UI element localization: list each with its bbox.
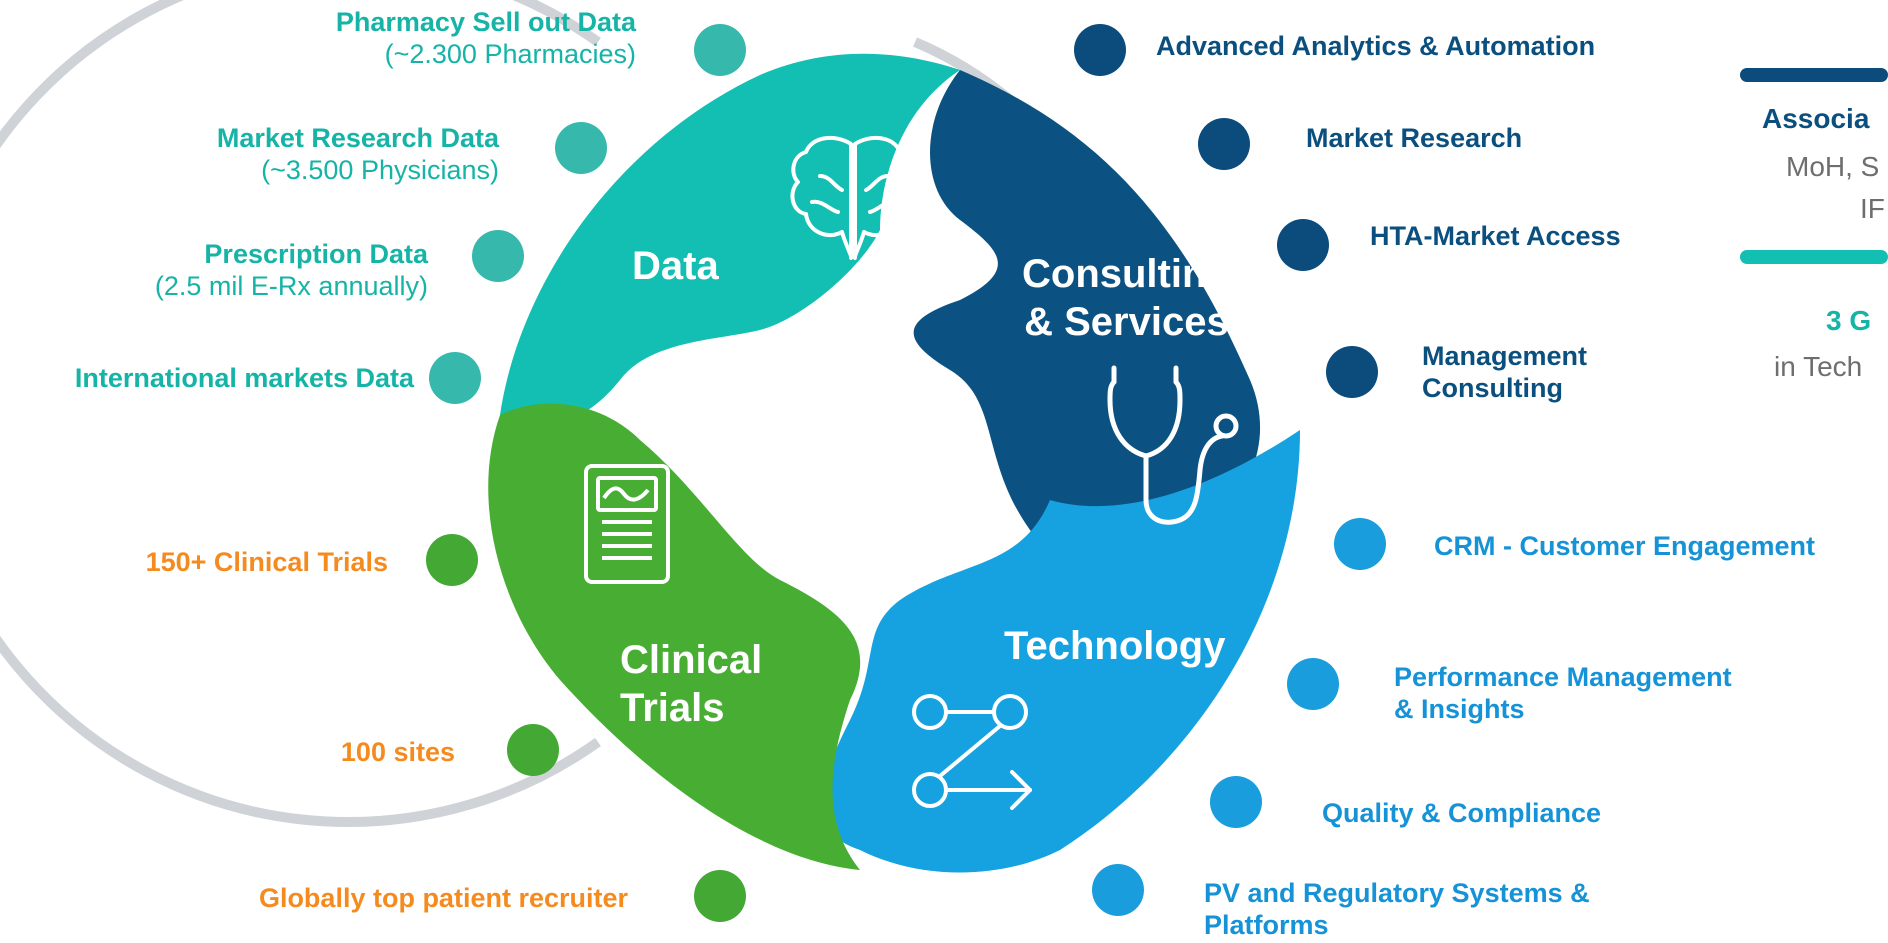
side-panel-bar-navy bbox=[1740, 68, 1888, 82]
data-item-label: Pharmacy Sell out Data (~2.300 Pharmacie… bbox=[335, 7, 636, 69]
consulting-title-line2: & Services bbox=[1024, 300, 1229, 344]
clinical-item-label: Globally top patient recruiter bbox=[258, 883, 628, 913]
data-item-label: Market Research Data (~3.500 Physicians) bbox=[216, 123, 499, 185]
consulting-title-line1: Consulting bbox=[1022, 252, 1231, 296]
clinical-item-label: 150+ Clinical Trials bbox=[145, 547, 388, 577]
side-panel-line1: Associa bbox=[1762, 103, 1870, 134]
side-panel-line4: 3 G bbox=[1826, 305, 1872, 336]
brain-icon bbox=[790, 135, 916, 260]
consulting-segment-title: Consulting & Services bbox=[1022, 250, 1231, 346]
consulting-item-dot bbox=[1326, 346, 1378, 398]
clinical-item-dot bbox=[507, 724, 559, 776]
flow-arrows-icon bbox=[912, 694, 1032, 810]
clinical-item-dot bbox=[694, 870, 746, 922]
technology-segment bbox=[821, 430, 1300, 873]
clinical-title-line2: Trials bbox=[620, 686, 725, 730]
technology-item-label: Quality & Compliance bbox=[1322, 798, 1602, 828]
data-item-dot bbox=[472, 230, 524, 282]
data-segment bbox=[500, 53, 960, 424]
data-item-label: International markets Data bbox=[74, 363, 414, 393]
technology-item-label: CRM - Customer Engagement bbox=[1434, 531, 1816, 561]
clinical-segment-title: Clinical Trials bbox=[620, 636, 762, 732]
data-item-dot bbox=[429, 352, 481, 404]
technology-item-dot bbox=[1334, 518, 1386, 570]
clinical-item-dot bbox=[426, 534, 478, 586]
clinical-item-label: 100 sites bbox=[340, 737, 455, 767]
data-item-dot bbox=[555, 122, 607, 174]
data-segment-title: Data bbox=[632, 244, 719, 288]
consulting-item-label: Advanced Analytics & Automation bbox=[1156, 31, 1596, 61]
consulting-item-dot bbox=[1074, 24, 1126, 76]
technology-item-label: PV and Regulatory Systems & Platforms bbox=[1204, 878, 1590, 940]
technology-item-dot bbox=[1092, 864, 1144, 916]
technology-item-dot bbox=[1287, 658, 1339, 710]
data-item-dot bbox=[694, 24, 746, 76]
side-panel-line2: MoH, S bbox=[1786, 151, 1880, 182]
monitor-device-icon bbox=[584, 464, 670, 584]
consulting-item-label: HTA-Market Access bbox=[1370, 221, 1621, 251]
outer-ring-arc bbox=[0, 0, 601, 827]
technology-item-dot bbox=[1210, 776, 1262, 828]
consulting-item-dot bbox=[1198, 118, 1250, 170]
clinical-segment bbox=[488, 403, 861, 870]
side-panel-line3: IF bbox=[1860, 193, 1885, 224]
side-panel-bar-teal bbox=[1740, 250, 1888, 264]
side-panel-line5: in Tech bbox=[1774, 351, 1863, 382]
data-item-label: Prescription Data (2.5 mil E-Rx annually… bbox=[154, 239, 428, 301]
technology-item-label: Performance Management & Insights bbox=[1394, 662, 1732, 724]
technology-segment-title: Technology bbox=[1004, 624, 1226, 668]
consulting-item-label: Market Research bbox=[1306, 123, 1523, 153]
clinical-title-line1: Clinical bbox=[620, 638, 763, 682]
stethoscope-icon bbox=[1107, 365, 1239, 525]
consulting-item-dot bbox=[1277, 219, 1329, 271]
consulting-item-label: Management Consulting bbox=[1422, 341, 1588, 403]
